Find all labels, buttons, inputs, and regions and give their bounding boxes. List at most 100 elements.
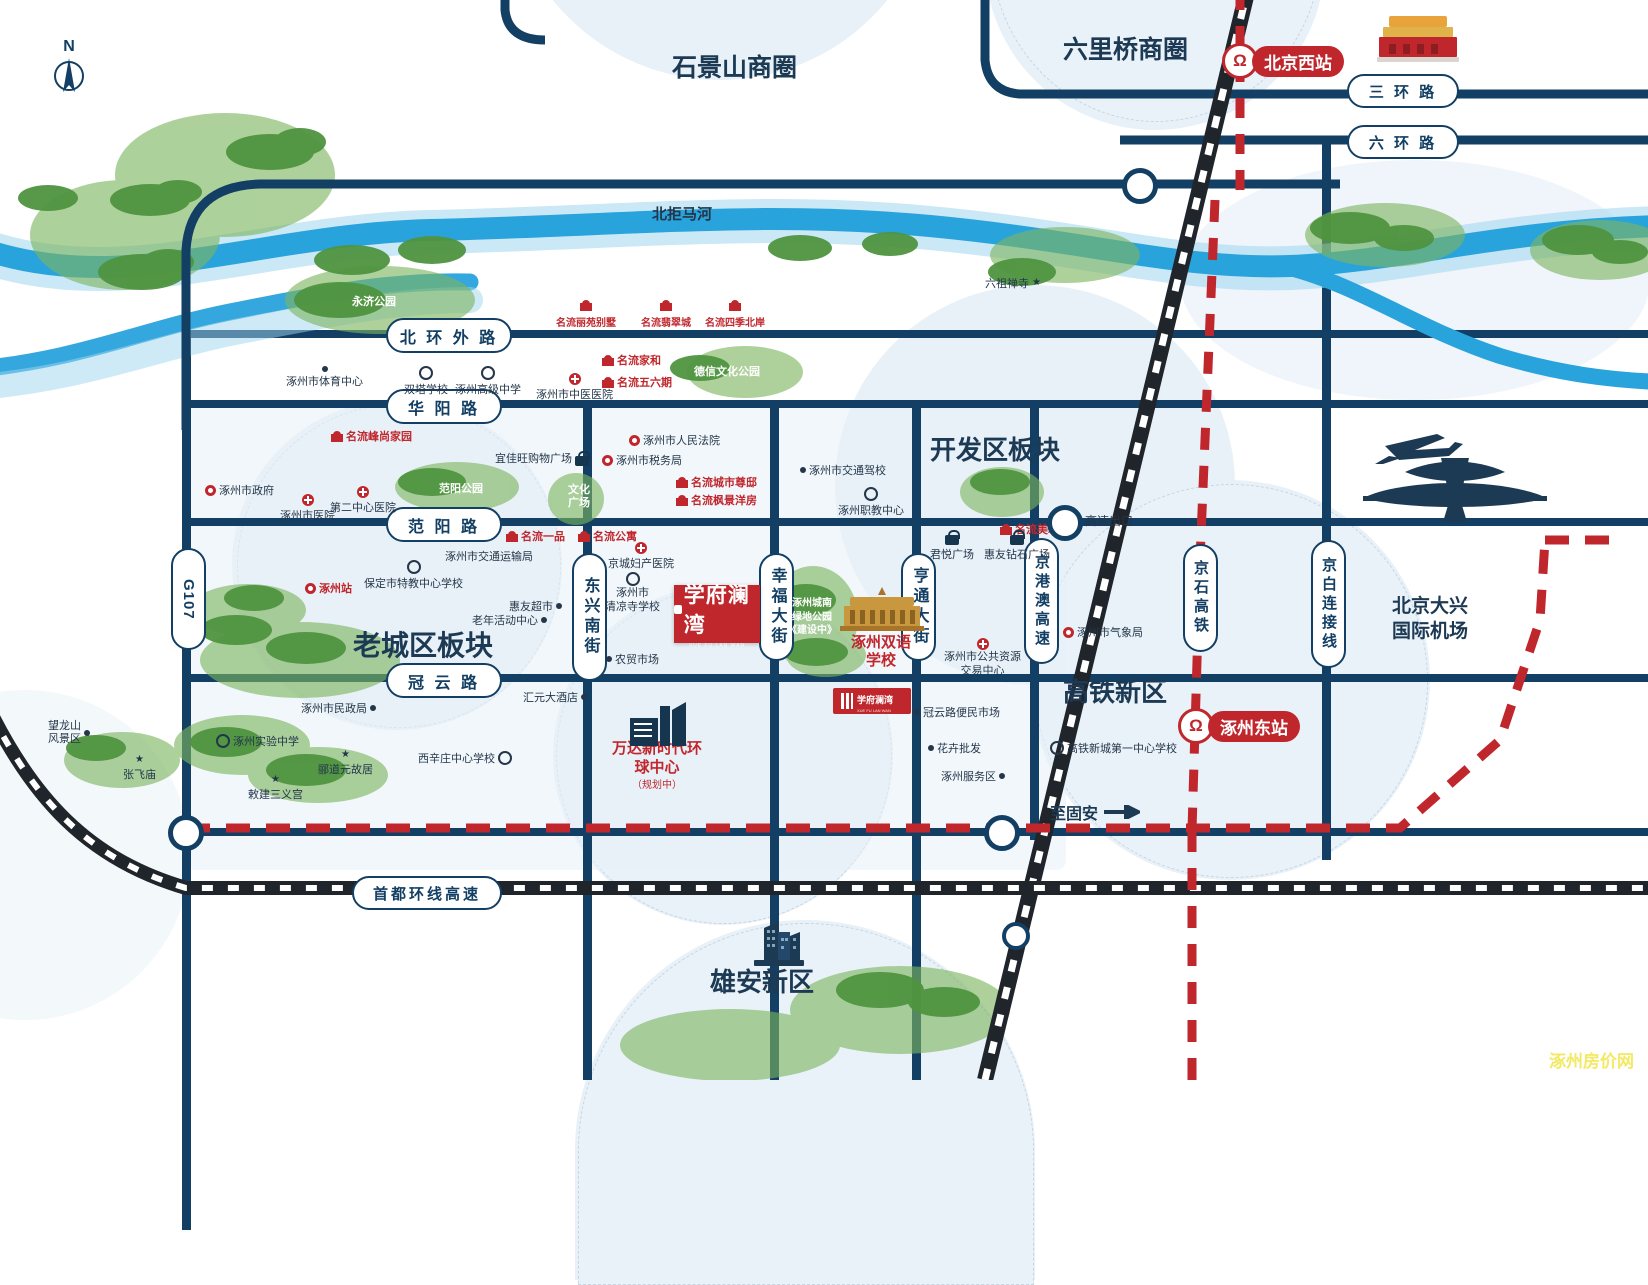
residence-mingliu-56[interactable]: 名流五六期 — [602, 374, 672, 390]
poi-city-government[interactable]: 涿州市政府 — [205, 482, 274, 498]
poi-baoding-special-school[interactable]: 保定市特教中心学校 — [364, 560, 463, 591]
residence-label: 名流四季北岸 — [705, 318, 765, 329]
poi-huiyou-supermarket[interactable]: 惠友超市 — [509, 598, 562, 614]
house-icon — [602, 354, 614, 366]
dot-icon — [999, 773, 1005, 779]
road-pill-guanyun[interactable]: 冠 云 路 — [386, 663, 502, 698]
poi-label: 涿州市气象局 — [1077, 627, 1143, 639]
poi-liuzu-temple[interactable]: 六祖禅寺 ★ — [985, 275, 1041, 291]
residence-mingliu-jiahe[interactable]: 名流家和 — [602, 352, 661, 368]
poi-label: 宜佳旺购物广场 — [495, 453, 572, 465]
poi-label: 花卉批发 — [937, 743, 981, 755]
road-pill-g107[interactable]: G107 — [171, 548, 206, 650]
shuangyu-school-line2: 学校 — [865, 652, 896, 669]
poi-zhuozhou-service-area[interactable]: 涿州服务区 — [941, 768, 1005, 784]
road-pill-beihuanwai[interactable]: 北 环 外 路 — [386, 318, 512, 353]
poi-sanyi-temple[interactable]: ★ 敕建三义宫 — [248, 775, 303, 802]
poi-guanyun-market[interactable]: 冠云路便民市场 — [914, 704, 1000, 720]
poi-label: 京城妇产医院 — [608, 558, 674, 570]
district-liuliqiao: 六里桥商圈 — [1063, 36, 1189, 64]
poi-jingcheng-maternity-hospital[interactable]: 京城妇产医院 — [608, 542, 674, 571]
compass: N — [52, 38, 86, 101]
poi-qingliangsi-school[interactable]: 涿州市 清凉寺学校 — [605, 572, 660, 614]
poi-peoples-court[interactable]: 涿州市人民法院 — [629, 432, 720, 448]
road-pill-jingbai[interactable]: 京白连接线 — [1311, 540, 1346, 668]
road-pill-3rd-ring[interactable]: 三 环 路 — [1347, 74, 1459, 108]
project-badge-secondary[interactable]: 学府澜湾 XUE FU LAN WAN — [833, 688, 911, 714]
road-g107-line — [182, 330, 191, 1230]
house-icon — [676, 476, 688, 488]
residence-mingliu-liyuan[interactable]: 名流丽苑别墅 — [556, 300, 616, 329]
station-zhuozhoudong[interactable]: Ω 涿州东站 — [1178, 708, 1300, 744]
poi-driving-school[interactable]: 涿州市交通驾校 — [800, 462, 886, 478]
poi-lidaoyuan-residence[interactable]: ★ 郦道元故居 — [318, 750, 373, 777]
poi-tax-bureau[interactable]: 涿州市税务局 — [602, 452, 682, 468]
residence-mingliu-yipin[interactable]: 名流一品 — [506, 528, 565, 544]
compass-north-label: N — [63, 38, 75, 55]
school-icon — [406, 560, 421, 574]
road-jingbai-line — [1322, 140, 1331, 860]
poi-wanglongshan-scenic[interactable]: 望龙山风景区 — [48, 720, 90, 746]
residence-mingliu-fengjing[interactable]: 名流枫景洋房 — [676, 492, 757, 508]
station-zhuozhou[interactable]: 涿州站 — [305, 580, 352, 596]
road-pill-xingfu[interactable]: 幸福大街 — [759, 553, 794, 661]
road-pill-jingshi-hsr[interactable]: 京石高铁 — [1183, 544, 1218, 652]
poi-public-resources-exchange[interactable]: 涿州市公共资源 交易中心 — [944, 638, 1021, 678]
poi-zhangfei-temple[interactable]: ★ 张飞庙 — [123, 755, 156, 782]
poi-label: 惠友超市 — [509, 601, 553, 613]
road-pill-shoudu-ring[interactable]: 首都环线高速 — [352, 876, 502, 910]
poi-label: 高速出口 — [1085, 514, 1134, 528]
residence-mingliu-gongyu[interactable]: 名流公寓 — [578, 528, 637, 544]
park-chengnan-note: 《建设中》 — [787, 625, 837, 636]
poi-label-line2: 交易中心 — [960, 665, 1005, 678]
poi-second-central-hospital[interactable]: 第二中心医院 — [330, 486, 396, 515]
poi-label: 保定市特教中心学校 — [364, 578, 463, 590]
residence-mingliu-zundi[interactable]: 名流城市尊邸 — [676, 474, 757, 490]
road-beihuanwai-line — [186, 330, 1648, 338]
road-pill-jinggangao[interactable]: 京港澳高速 — [1024, 538, 1059, 664]
poi-experimental-middle-school[interactable]: 涿州实验中学 — [216, 733, 299, 749]
poi-junyue-plaza[interactable]: 君悦广场 — [930, 530, 974, 562]
road-pill-dongxingnan[interactable]: 东兴南街 — [572, 553, 607, 681]
project-logo-main-en: XUE FU LAN WAN — [688, 643, 746, 649]
poi-vocational-center[interactable]: 涿州职教中心 — [838, 487, 904, 518]
node-north-interchange — [1122, 168, 1158, 204]
residence-mingliu-feicui[interactable]: 名流翡翠城 — [641, 300, 691, 329]
poi-huiyuan-hotel[interactable]: 汇元大酒店 — [523, 689, 587, 705]
residence-mingliu-siji[interactable]: 名流四季北岸 — [705, 300, 765, 329]
poi-zhuozhou-high-school[interactable]: 涿州高级中学 — [455, 366, 521, 397]
poi-shuangta-school[interactable]: 双塔学校 — [404, 366, 448, 397]
station-zhuozhou-label: 涿州站 — [319, 583, 352, 595]
annotation-label: 至固安 — [1050, 806, 1099, 823]
poi-meteorological-bureau[interactable]: 涿州市气象局 — [1063, 624, 1143, 640]
poi-label: 涿州市中医医院 — [536, 389, 613, 401]
dot-icon — [84, 730, 90, 737]
residence-mingliu-fengshang[interactable]: 名流峰尚家园 — [331, 428, 412, 444]
heritage-icon: ★ — [341, 749, 350, 760]
poi-sports-center[interactable]: 涿州市体育中心 — [286, 366, 363, 389]
project-logo-main[interactable]: 学府澜湾 XUE FU LAN WAN — [674, 584, 760, 649]
poi-yijiawang-mall[interactable]: 宜佳旺购物广场 — [495, 450, 590, 466]
poi-huiyou-diamond-plaza[interactable]: 惠友钻石广场 — [984, 530, 1050, 562]
road-pill-6th-ring[interactable]: 六 环 路 — [1347, 125, 1459, 159]
poi-tcm-hospital[interactable]: 涿州市中医医院 — [536, 373, 613, 402]
poi-label: 涿州市民政局 — [301, 703, 367, 715]
poi-label: 敕建三义宫 — [248, 789, 303, 801]
project-logo-mark-icon — [674, 604, 682, 614]
poi-city-hospital[interactable]: 涿州市医院 — [280, 494, 335, 523]
poi-flower-wholesale[interactable]: 花卉批发 — [928, 740, 981, 756]
poi-civil-affairs-bureau[interactable]: 涿州市民政局 — [301, 700, 376, 716]
house-icon — [578, 530, 590, 542]
poi-highway-exit[interactable]: 高速出口 — [1085, 512, 1133, 529]
road-pill-fanyang[interactable]: 范 阳 路 — [386, 507, 502, 542]
poi-senior-activity-center[interactable]: 老年活动中心 — [472, 612, 547, 628]
poi-xixinzhuang-school[interactable]: 西辛庄中心学校 — [418, 750, 512, 766]
poi-gaotie-first-central-school[interactable]: 高铁新城第一中心学校 — [1050, 740, 1177, 756]
station-beijingxi[interactable]: Ω 北京西站 — [1222, 43, 1344, 79]
poi-farmers-market[interactable]: 农贸市场 — [606, 651, 659, 667]
poi-transport-bureau[interactable]: 涿州市交通运输局 — [445, 548, 533, 564]
heritage-icon: ★ — [135, 754, 144, 765]
poi-label: 涿州服务区 — [941, 771, 996, 783]
road-pill-huayang[interactable]: 华 阳 路 — [386, 389, 502, 424]
